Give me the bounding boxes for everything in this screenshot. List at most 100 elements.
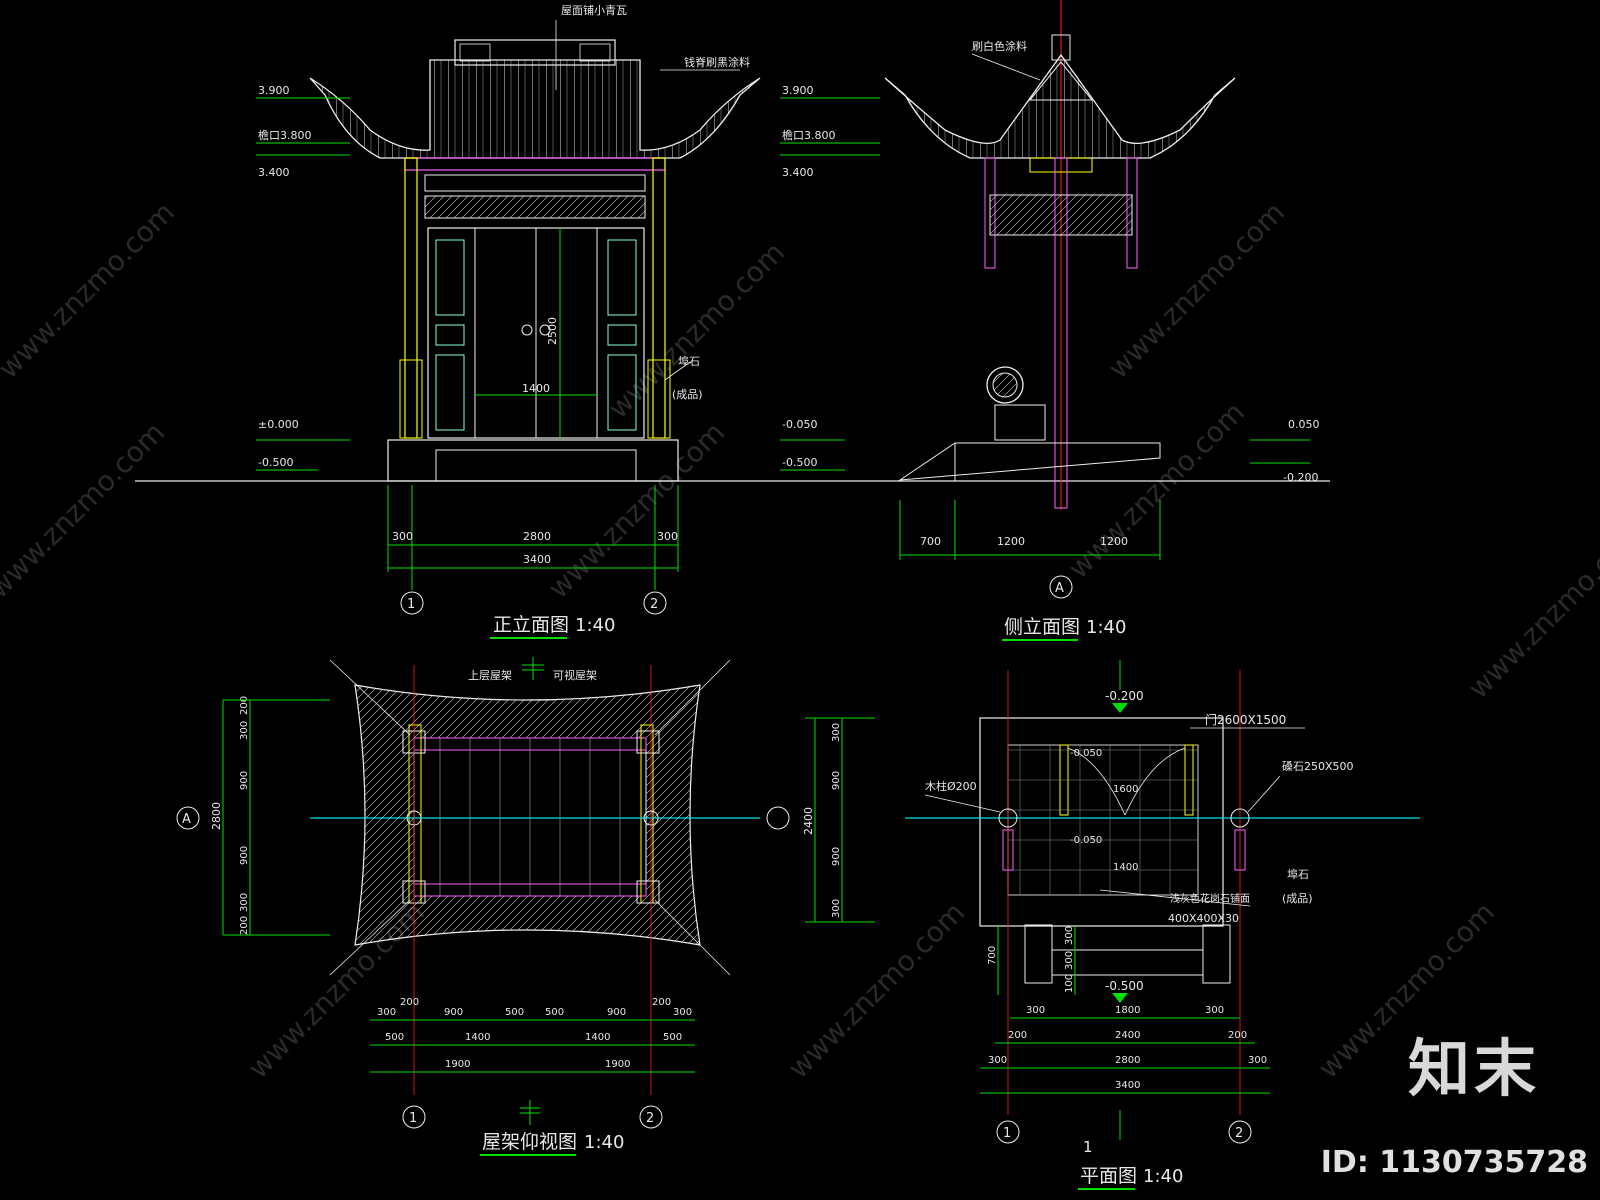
level-label: ±0.000 — [258, 418, 299, 431]
plan-dims-left: 700 300 300 100 — [987, 925, 1076, 995]
door-swing — [1124, 747, 1186, 816]
watermark-text: www.znzmo.com — [782, 896, 971, 1085]
door-panel — [435, 324, 465, 346]
dim-label: 300 — [1026, 1005, 1045, 1016]
dim-label: 500 — [385, 1032, 404, 1043]
dim-label: 300 — [239, 721, 250, 740]
step-block — [1024, 924, 1053, 984]
axis-label: 1 — [409, 1111, 417, 1126]
plan-level: -0.050 — [1070, 835, 1102, 846]
dim-label: 1400 — [465, 1032, 490, 1043]
pier-stone — [1002, 829, 1014, 871]
note-ridge: 屋面铺小青瓦 — [561, 4, 627, 17]
watermark-text: www.znzmo.com — [1062, 396, 1251, 585]
note-stone: 磉石250X500 — [1282, 760, 1354, 773]
pier-stone-right — [647, 359, 671, 439]
drawing-title: 正立面图 — [493, 614, 569, 636]
gable — [1028, 61, 1094, 101]
axis-label: 1 — [407, 597, 415, 612]
column-section — [998, 808, 1018, 828]
front-elevation: 1400 2500 屋面铺小青瓦 钱脊刷黑涂料 埠石 (成品) 3.900 檐口… — [135, 4, 1330, 639]
drawing-scale: 1:40 — [1086, 617, 1126, 638]
fascia-panel — [424, 174, 646, 192]
watermark-text: www.znzmo.com — [1462, 516, 1600, 705]
hip-line — [329, 899, 411, 976]
brand-logo: 知末 — [1407, 1032, 1540, 1105]
dim-label: 900 — [831, 847, 842, 866]
drawing-title: 平面图 — [1080, 1165, 1137, 1187]
door-knocker — [521, 324, 533, 336]
leader-line — [1247, 775, 1281, 813]
level-label: -0.200 — [1283, 471, 1318, 484]
axis-label: A — [1055, 581, 1064, 596]
level-label: 3.400 — [258, 166, 290, 179]
door-height-label: 2500 — [546, 317, 559, 345]
door-leaf — [1184, 744, 1194, 816]
dim-label: 200 — [1008, 1030, 1027, 1041]
axis-label: A — [182, 812, 191, 827]
axis-label: 2 — [646, 1111, 654, 1126]
axis-bubble — [1228, 1120, 1252, 1144]
level-markers: 3.900 檐口3.800 3.400 ±0.000 -0.500 — [256, 84, 350, 471]
front-roof — [309, 59, 761, 159]
hip-line — [329, 659, 411, 736]
level-label: -0.500 — [258, 456, 293, 469]
hip-line — [654, 899, 731, 976]
note-pier-sub: (成品) — [1282, 892, 1313, 905]
dim-label: 200 — [239, 916, 250, 935]
step — [1051, 949, 1204, 976]
dim-label: 1600 — [1113, 784, 1138, 795]
dim-label: 1200 — [997, 535, 1025, 548]
plan-level: -0.050 — [1070, 748, 1102, 759]
dim-label: 900 — [607, 1007, 626, 1018]
plan-level: -0.500 — [1105, 979, 1144, 993]
dim-label: 500 — [505, 1007, 524, 1018]
note-gable: 刷白色涂料 — [972, 39, 1027, 53]
column-node — [643, 810, 659, 826]
dim-label: 100 — [1064, 974, 1075, 993]
door-panel — [607, 324, 637, 346]
door-panel — [607, 239, 637, 316]
axis-label: 2 — [1235, 1126, 1243, 1141]
column-node — [406, 810, 422, 826]
dim-label: 900 — [831, 771, 842, 790]
drawing-title: 屋架仰视图 — [482, 1131, 577, 1153]
lattice-panel — [424, 195, 646, 219]
note-paving-size: 400X400X30 — [1168, 912, 1239, 925]
dim-label: 1800 — [1115, 1005, 1140, 1016]
plan-paving — [1007, 744, 1199, 896]
section-number: 1 — [1083, 1138, 1093, 1156]
plan-dims-bottom: 300 1800 300 200 2400 200 300 2800 300 3… — [980, 1005, 1270, 1094]
side-elevation: 刷白色涂料 3.900 檐口3.800 3.400 -0.050 -0.500 … — [780, 0, 1320, 641]
ridge-ornament — [579, 43, 611, 62]
dim-label: 500 — [663, 1032, 682, 1043]
level-label: 3.400 — [782, 166, 814, 179]
side-column — [984, 157, 996, 269]
platform-base — [387, 439, 679, 482]
axis-label: 1 — [1003, 1126, 1011, 1141]
door-panel — [435, 239, 465, 316]
roof-ridge — [454, 39, 616, 66]
leader-line — [664, 361, 691, 381]
door-swing — [1067, 747, 1126, 816]
center-post — [1054, 157, 1068, 509]
side-dimensions: 700 1200 1200 — [899, 500, 1161, 560]
roof-dims-bottom: 300 200 900 500 500 900 200 300 500 1400… — [370, 997, 695, 1073]
level-label: 檐口3.800 — [782, 128, 836, 142]
hip-line — [654, 659, 731, 736]
drawing-title: 侧立面图 — [1004, 616, 1080, 638]
leader-line — [1099, 889, 1251, 907]
note-pier: 埠石 — [678, 354, 700, 368]
level-triangle — [1112, 993, 1128, 1003]
dim-label: 300 — [831, 723, 842, 742]
note-door: 门2600X1500 — [1205, 712, 1286, 727]
door-knocker — [539, 324, 551, 336]
note-pier-sub: (成品) — [672, 388, 703, 401]
floor-plan: -0.200 -0.050 -0.050 -0.500 1600 1400 门2… — [905, 660, 1420, 1190]
dim-label: 300 — [1205, 1005, 1224, 1016]
axis-bubble — [402, 1105, 426, 1129]
level-label: 3.900 — [258, 84, 290, 97]
pier-stone-left — [399, 359, 423, 439]
axis-bubble — [639, 1105, 663, 1129]
